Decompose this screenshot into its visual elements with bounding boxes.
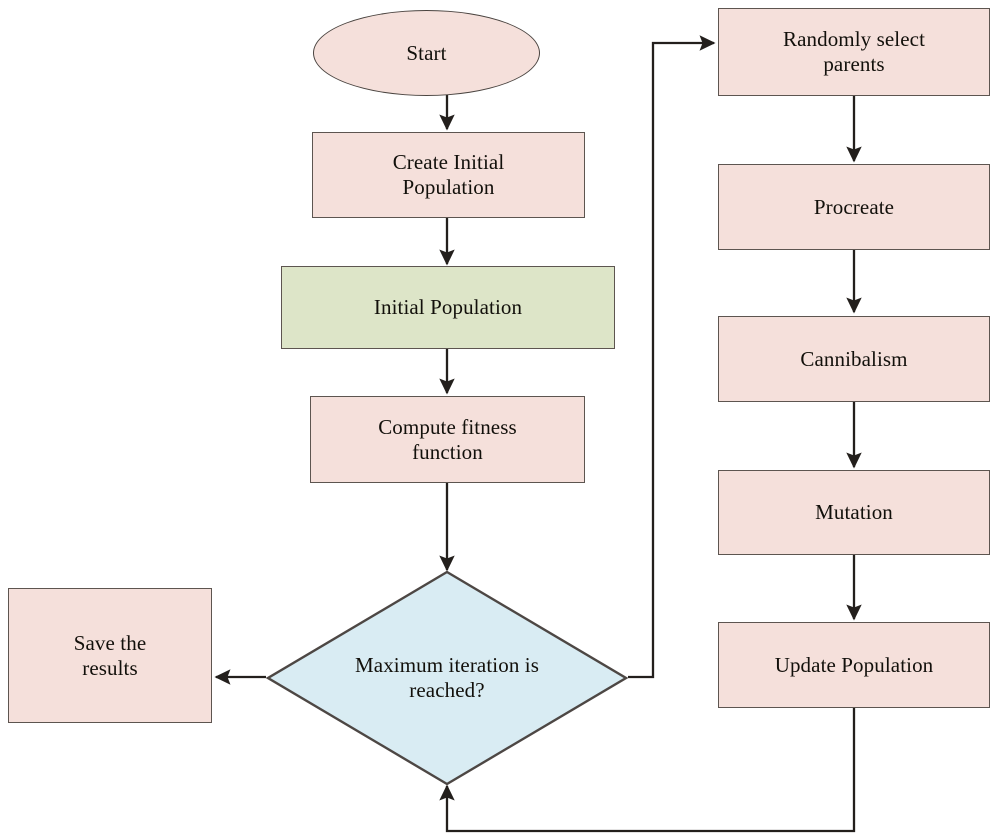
node-compute-fitness-function[interactable]: Compute fitness function (310, 396, 585, 483)
node-create-initial-population[interactable]: Create Initial Population (312, 132, 585, 218)
node-save-the-results-label: Save the results (73, 630, 147, 680)
node-randomly-select-parents-label: Randomly select parents (782, 27, 926, 76)
node-mutation[interactable]: Mutation (718, 470, 990, 555)
edge-decision-to-randomly-select-parents (628, 35, 716, 679)
edge-update-population-to-decision (439, 708, 856, 833)
node-initial-population[interactable]: Initial Population (281, 266, 615, 349)
node-compute-fitness-function-label: Compute fitness function (378, 414, 517, 464)
node-start[interactable]: Start (313, 10, 540, 96)
node-cannibalism[interactable]: Cannibalism (718, 316, 990, 402)
node-save-the-results[interactable]: Save the results (8, 588, 212, 723)
node-maximum-iteration-is-reached[interactable]: Maximum iteration is reached? (266, 570, 628, 786)
node-update-population[interactable]: Update Population (718, 622, 990, 708)
node-randomly-select-parents[interactable]: Randomly select parents (718, 8, 990, 96)
node-cannibalism-label: Cannibalism (800, 346, 908, 371)
decision-diamond-shape (266, 570, 628, 786)
node-procreate-label: Procreate (813, 194, 895, 219)
node-create-initial-population-label: Create Initial Population (392, 150, 505, 199)
node-initial-population-label: Initial Population (373, 295, 523, 320)
node-update-population-label: Update Population (774, 652, 934, 677)
node-mutation-label: Mutation (815, 500, 893, 525)
node-procreate[interactable]: Procreate (718, 164, 990, 250)
node-start-label: Start (406, 40, 447, 65)
node-maximum-iteration-is-reached-label: Maximum iteration is reached? (355, 653, 539, 702)
